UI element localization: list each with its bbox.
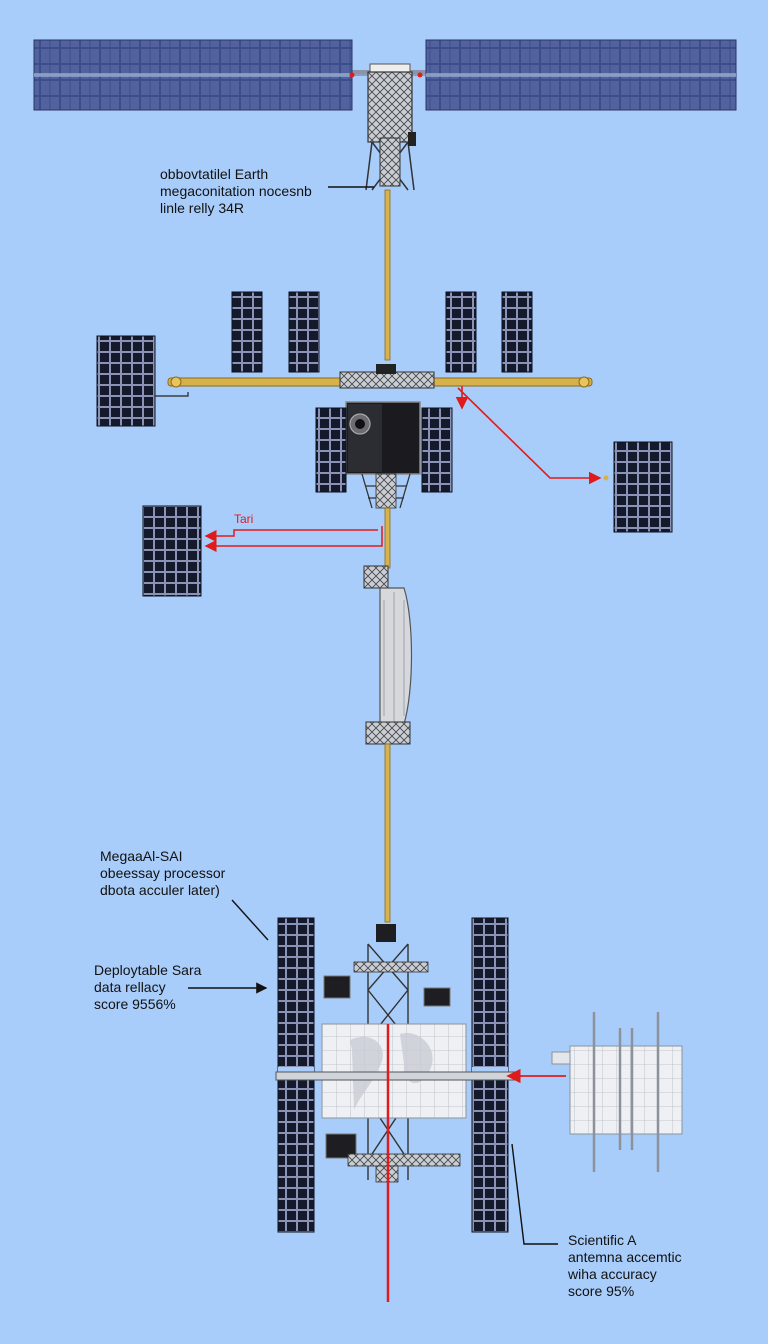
right-grid-module [552,1012,682,1172]
red-pointer-right [458,386,600,478]
main-spine-lower [385,744,390,922]
sci-label-line-1: Scientific A [568,1232,682,1249]
red-pointer-left [206,526,382,546]
sci-label-line-4: score 95% [568,1283,682,1300]
mega-label: MegaaAl-SAI obeessay processor dbota acc… [100,848,225,899]
sci-label-pointer [512,1144,558,1244]
mega-label-line-2: obeessay processor [100,865,225,882]
sci-label-line-3: wiha accuracy [568,1266,682,1283]
main-spine-mid [385,508,390,568]
bus-panel-left [316,408,346,492]
top-label: obbovtatilel Earth megaconitation nocesn… [160,166,312,217]
sci-label-line-2: antemna accemtic [568,1249,682,1266]
top-label-line-2: megaconitation nocesnb [160,183,312,200]
mega-label-line-3: dbota acculer later) [100,882,225,899]
deploy-label-line-3: score 9556% [94,996,201,1013]
bottom-cross-truss [276,1072,520,1080]
deploy-label-line-1: Deploytable Sara [94,962,201,979]
right-detached-panel [614,442,672,532]
left-lower-panel [143,506,201,596]
deploy-label: Deploytable Sara data rellacy score 9556… [94,962,201,1013]
top-mast-tower [366,72,416,190]
mega-label-line-1: MegaaAl-SAI [100,848,225,865]
cylinder-module [364,566,412,744]
bottom-module [276,918,520,1232]
central-map-panel [322,1024,466,1118]
sci-label: Scientific A antemna accemtic wiha accur… [568,1232,682,1300]
deploy-label-line-2: data rellacy [94,979,201,996]
main-spine-upper [385,190,390,360]
top-label-line-3: linle relly 34R [160,200,312,217]
bus-panel-right [422,408,452,492]
top-label-line-1: obbovtatilel Earth [160,166,312,183]
left-solar-panel [97,336,155,426]
mega-label-pointer [232,900,268,940]
middle-module [97,292,592,508]
tari-label: Tari [234,511,253,528]
